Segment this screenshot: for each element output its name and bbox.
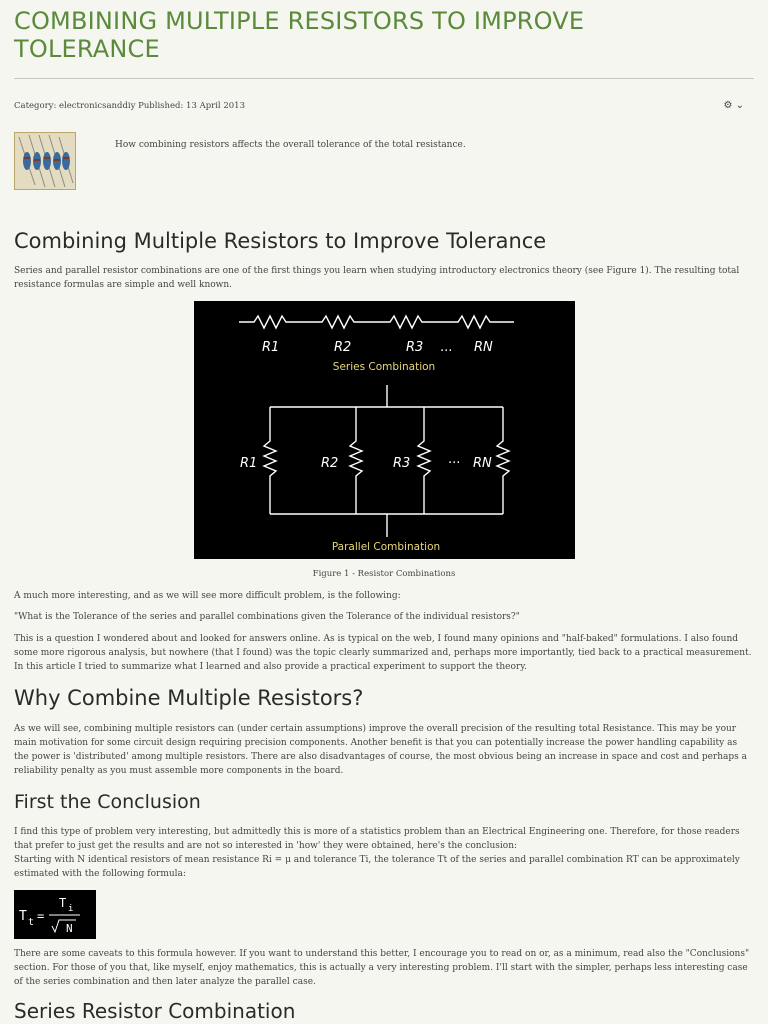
section-heading-why: Why Combine Multiple Resistors? (14, 686, 364, 710)
paragraph-why: As we will see, combining multiple resis… (14, 724, 747, 776)
series-label-r2: R2 (334, 340, 351, 355)
svg-text:i: i (68, 904, 73, 914)
article-thumbnail[interactable] (14, 132, 76, 190)
figure-caption: Figure 1 - Resistor Combinations (312, 569, 456, 579)
resistor-combinations-figure: R1 R2 R3 ... RN Series Combination R1 R (194, 301, 575, 559)
svg-text:=: = (37, 909, 44, 923)
tolerance-formula: T t = T i N (14, 890, 96, 939)
parallel-label-r3: R3 (393, 456, 410, 471)
parallel-label-r1: R1 (240, 456, 257, 471)
paragraph-question: "What is the Tolerance of the series and… (14, 612, 520, 622)
article-meta: Category: electronicsanddiy Published: 1… (14, 101, 245, 111)
article-tools-button[interactable]: ⚙ ⌄ (723, 100, 744, 111)
gear-icon: ⚙ (723, 100, 733, 111)
section-heading-conclusion: First the Conclusion (14, 791, 201, 813)
chevron-down-icon: ⌄ (732, 100, 744, 111)
page-title[interactable]: COMBINING MULTIPLE RESISTORS TO IMPROVE … (14, 7, 585, 63)
section-heading-series: Series Resistor Combination (14, 999, 296, 1023)
svg-text:T: T (59, 896, 66, 910)
series-label-rn: RN (474, 340, 493, 355)
svg-text:T: T (19, 909, 27, 924)
paragraph-conclusion-formula-lead: Starting with N identical resistors of m… (14, 855, 740, 879)
series-label-r1: R1 (262, 340, 279, 355)
paragraph-problem: A much more interesting, and as we will … (14, 591, 401, 601)
parallel-label-ellipsis: ... (448, 452, 460, 467)
paragraph-intro: Series and parallel resistor combination… (14, 266, 740, 290)
article-intro: How combining resistors affects the over… (115, 140, 466, 150)
paragraph-caveats: There are some caveats to this formula h… (14, 949, 750, 987)
series-label-r3: R3 (406, 340, 423, 355)
title-divider (14, 78, 754, 79)
svg-text:t: t (28, 917, 34, 928)
svg-text:N: N (66, 922, 73, 935)
parallel-caption: Parallel Combination (332, 541, 440, 553)
paragraph-conclusion-intro: I find this type of problem very interes… (14, 827, 740, 851)
parallel-label-r2: R2 (321, 456, 338, 471)
parallel-label-rn: RN (473, 456, 492, 471)
section-heading-main: Combining Multiple Resistors to Improve … (14, 229, 547, 253)
resistor-photo (15, 133, 75, 189)
series-label-ellipsis: ... (440, 340, 452, 355)
series-caption: Series Combination (333, 361, 435, 373)
paragraph-background: This is a question I wondered about and … (14, 634, 752, 672)
